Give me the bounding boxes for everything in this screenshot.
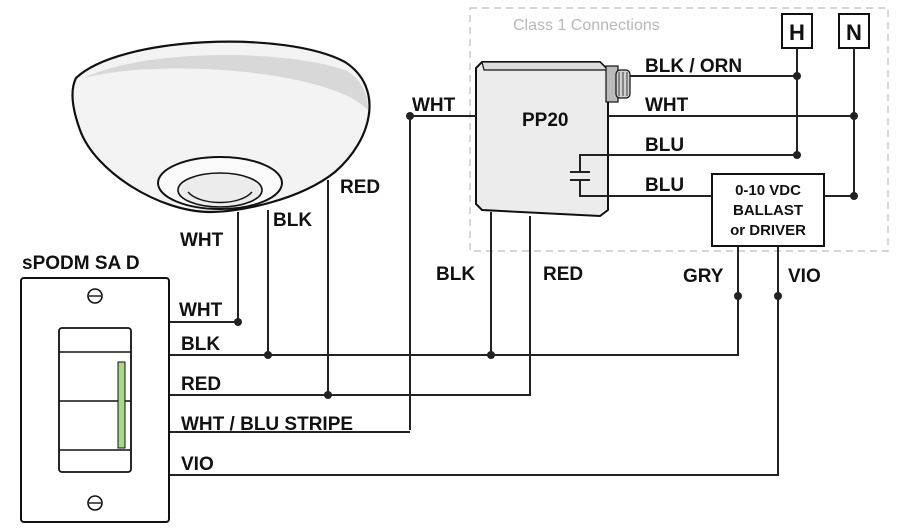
ballast-line-3: or DRIVER <box>730 222 806 239</box>
wire-label-sensor-wht: WHT <box>180 230 224 251</box>
ballast-box <box>711 173 825 247</box>
wire-label-sw-red: RED <box>181 374 221 395</box>
class1-boundary <box>469 7 889 252</box>
ballast-line-2: BALLAST <box>733 202 803 219</box>
hot-terminal-label: H <box>789 20 805 45</box>
wire-label-pp-wht-in: WHT <box>412 95 456 116</box>
class1-label: Class 1 Connections <box>513 17 660 34</box>
ballast-line-1: 0-10 VDC <box>735 182 801 199</box>
neutral-terminal-label: N <box>846 20 862 45</box>
pp20-label: PP20 <box>522 110 568 131</box>
junction-dots <box>234 72 858 399</box>
wire-label-sw-vio: VIO <box>181 454 214 475</box>
switch-device-label: sPODM SA D <box>22 253 140 274</box>
wire-label-sw-blk: BLK <box>181 334 220 355</box>
ceiling-sensor <box>71 40 371 214</box>
wire-label-blk-orn: BLK / ORN <box>645 56 742 77</box>
wire-label-pp-blk: BLK <box>436 264 475 285</box>
wire-label-pp-wht: WHT <box>645 95 689 116</box>
wire-label-sw-wht: WHT <box>179 300 223 321</box>
neutral-terminal <box>838 13 870 49</box>
wire-label-pp-blu-1: BLU <box>645 135 684 156</box>
wire-label-ballast-vio: VIO <box>788 266 821 287</box>
wire-label-sensor-blk: BLK <box>273 210 312 231</box>
wire-label-pp-blu-2: BLU <box>645 175 684 196</box>
wire-label-pp-red: RED <box>543 264 583 285</box>
power-pack-pp20 <box>475 61 631 218</box>
wire-label-sensor-red: RED <box>340 177 380 198</box>
wire-label-ballast-gry: GRY <box>683 266 724 287</box>
wall-switch <box>20 277 170 523</box>
wire-label-sw-wht-blu: WHT / BLU STRIPE <box>181 414 353 435</box>
